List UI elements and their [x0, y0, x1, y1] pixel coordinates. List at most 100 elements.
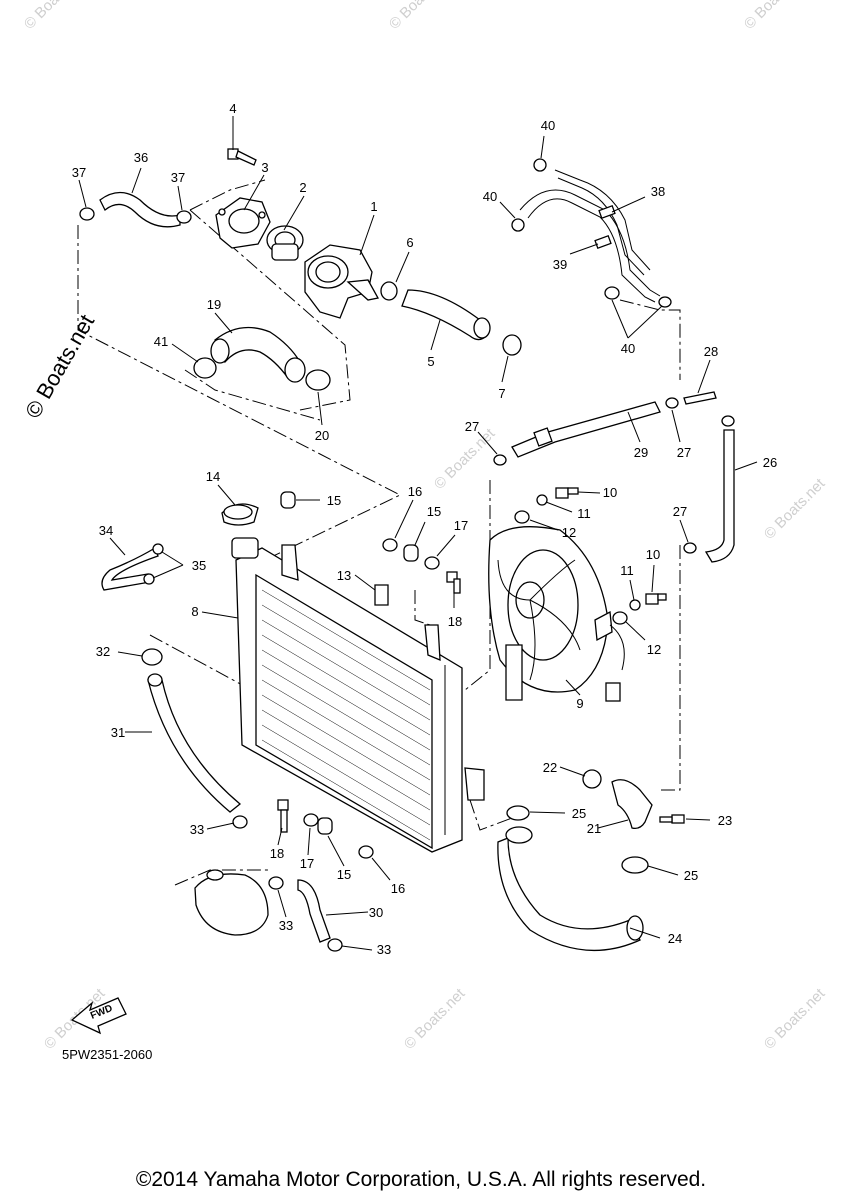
watermark: © Boats.net — [21, 0, 89, 33]
reservoir-hose — [297, 879, 331, 943]
callout-25: 25 — [572, 806, 586, 821]
lower-hose — [141, 648, 242, 813]
callout-11b: 11 — [620, 563, 634, 578]
callout-33: 33 — [190, 822, 204, 837]
hose-clamp — [232, 815, 343, 952]
callout-2: 2 — [299, 180, 306, 195]
thermostat — [266, 225, 304, 261]
callout-25b: 25 — [684, 868, 698, 883]
hose-clamp — [193, 357, 331, 391]
radiator — [231, 537, 485, 853]
callout-22: 22 — [543, 760, 557, 775]
callout-17: 17 — [454, 518, 468, 533]
breather-hose — [99, 191, 181, 228]
callout-27c: 27 — [673, 504, 687, 519]
diagram-code: 5PW2351-2060 — [62, 1047, 153, 1062]
callout-37b: 37 — [171, 170, 185, 185]
callout-24: 24 — [668, 931, 682, 946]
callout-18b: 18 — [270, 846, 284, 861]
callout-10b: 10 — [646, 547, 660, 562]
callout-20: 20 — [315, 428, 329, 443]
callout-27b: 27 — [677, 445, 691, 460]
water-hose — [497, 805, 649, 951]
joint-pipe — [683, 391, 717, 405]
callout-4: 4 — [229, 101, 236, 116]
watermark: © Boats.net — [741, 0, 809, 33]
callout-6: 6 — [406, 235, 413, 250]
leader-lines — [78, 116, 758, 951]
watermark: © Boats.net — [761, 985, 829, 1053]
watermark: © Boats.net — [401, 985, 469, 1053]
radiator-hose — [210, 326, 306, 383]
callout-34: 34 — [99, 523, 113, 538]
watermark: © Boats.net — [386, 0, 454, 33]
callout-10: 10 — [603, 485, 617, 500]
breather-hose-pair — [519, 169, 661, 303]
hose-clamp — [511, 158, 672, 308]
radiator-cap — [221, 503, 259, 526]
thermostat-housing — [304, 244, 380, 319]
callout-15b: 15 — [427, 504, 441, 519]
callout-14: 14 — [206, 469, 220, 484]
callout-13: 13 — [337, 568, 351, 583]
water-outlet — [582, 769, 685, 830]
callout-28: 28 — [704, 344, 718, 359]
callout-33b: 33 — [279, 918, 293, 933]
callout-31: 31 — [111, 725, 125, 740]
callout-30: 30 — [369, 905, 383, 920]
callout-17b: 17 — [300, 856, 314, 871]
callout-40b: 40 — [483, 189, 497, 204]
overflow-hose — [704, 429, 735, 563]
callout-33c: 33 — [377, 942, 391, 957]
callout-23: 23 — [718, 813, 732, 828]
callout-8: 8 — [191, 604, 198, 619]
coolant-hose — [401, 289, 491, 341]
copyright-notice: ©2014 Yamaha Motor Corporation, U.S.A. A… — [135, 1168, 707, 1191]
callout-12: 12 — [562, 525, 576, 540]
watermark: © Boats.net — [431, 425, 499, 493]
cooling-fan — [488, 526, 625, 702]
callout-16b: 16 — [391, 881, 405, 896]
watermark: © Boats.net — [761, 475, 829, 543]
fan-mounting-hardware — [514, 487, 667, 625]
callout-15c: 15 — [337, 867, 351, 882]
bracket — [374, 584, 389, 606]
bypass-hose — [511, 401, 661, 458]
callout-numbers: 1 2 3 4 5 6 7 8 9 10 10 11 11 12 12 13 1… — [72, 101, 777, 957]
radiator-core — [261, 589, 431, 841]
callout-19: 19 — [207, 297, 221, 312]
callout-38: 38 — [651, 184, 665, 199]
callout-41: 41 — [154, 334, 168, 349]
callout-40: 40 — [541, 118, 555, 133]
hose-clamp — [493, 397, 735, 554]
callout-40c: 40 — [621, 341, 635, 356]
callout-29: 29 — [634, 445, 648, 460]
callout-9: 9 — [576, 696, 583, 711]
hose-clamp — [143, 543, 164, 585]
callout-37: 37 — [72, 165, 86, 180]
callout-35: 35 — [192, 558, 206, 573]
callout-39: 39 — [553, 257, 567, 272]
coolant-reservoir — [194, 869, 269, 936]
callout-15: 15 — [327, 493, 341, 508]
callout-21: 21 — [587, 821, 601, 836]
callout-36: 36 — [134, 150, 148, 165]
hose-clamp — [380, 281, 522, 356]
thermostat-cover — [215, 197, 271, 249]
callout-26: 26 — [763, 455, 777, 470]
bolt — [227, 148, 257, 166]
callout-32: 32 — [96, 644, 110, 659]
callout-16: 16 — [408, 484, 422, 499]
callout-12b: 12 — [647, 642, 661, 657]
fwd-arrow-icon: FWD — [70, 997, 127, 1035]
mounting-hardware — [277, 491, 461, 859]
callout-1: 1 — [370, 199, 377, 214]
callout-3: 3 — [261, 160, 268, 175]
callout-5: 5 — [427, 354, 434, 369]
callout-18: 18 — [448, 614, 462, 629]
hose-clamp — [79, 207, 192, 224]
callout-7: 7 — [498, 386, 505, 401]
callout-11: 11 — [577, 506, 591, 521]
callout-27: 27 — [465, 419, 479, 434]
